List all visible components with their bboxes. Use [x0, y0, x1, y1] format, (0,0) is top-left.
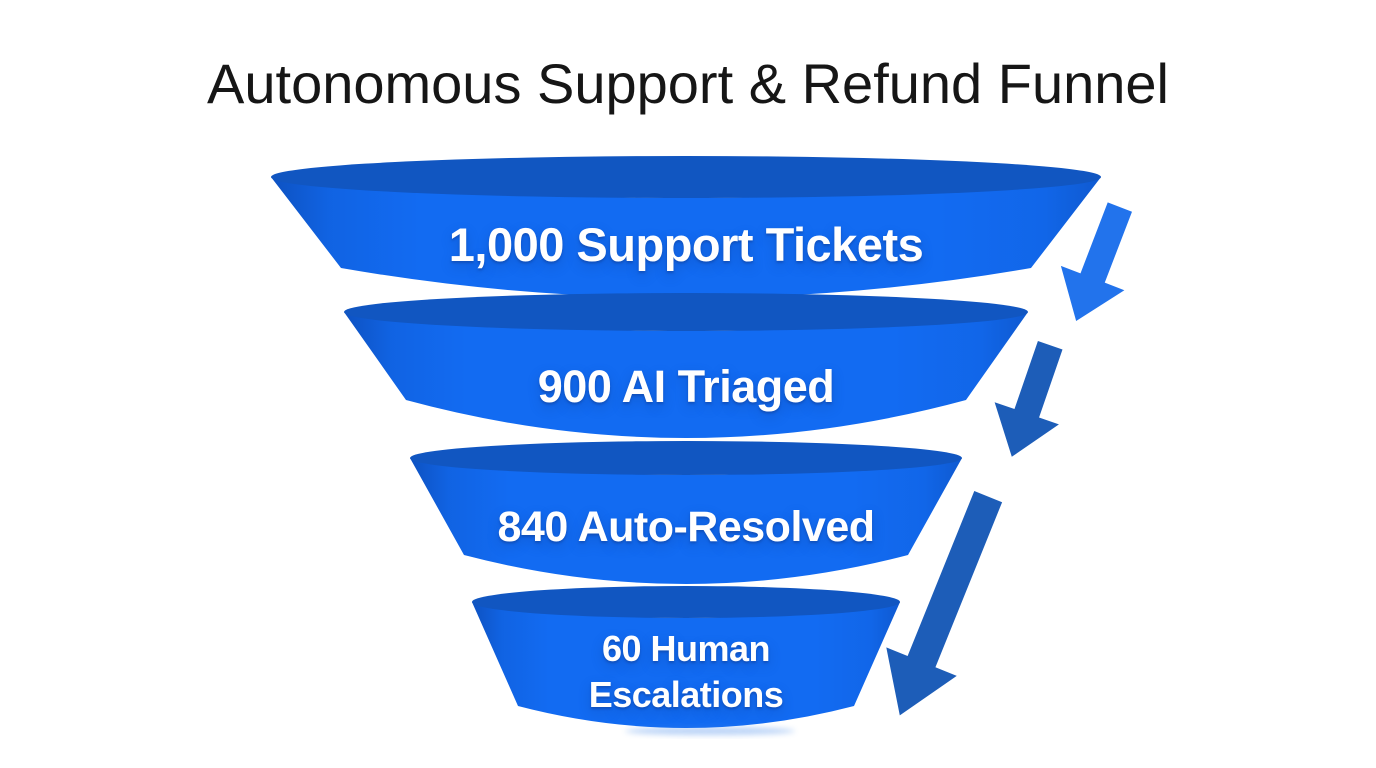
funnel-stage-1 [271, 156, 1101, 298]
funnel-stage-4 [472, 586, 900, 728]
flow-arrow-2-icon [994, 340, 1063, 457]
stage-1-top-ellipse [271, 156, 1101, 198]
flow-arrow-1-icon [1060, 202, 1132, 321]
funnel-stage-3 [410, 441, 962, 584]
stage-3-body-shading [410, 458, 962, 584]
stage-4-body-shading [472, 602, 900, 728]
stage-2-body-shading [344, 312, 1028, 438]
stage-3-top-ellipse [410, 441, 962, 475]
funnel-stage-2 [344, 293, 1028, 438]
stage-1-body-shading [271, 177, 1101, 298]
chart-title: Autonomous Support & Refund Funnel [207, 52, 1169, 115]
stage-2-top-ellipse [344, 293, 1028, 331]
stage-4-top-ellipse [472, 586, 900, 618]
bottom-glow [625, 727, 795, 735]
flow-arrow-3-icon [886, 490, 1003, 716]
